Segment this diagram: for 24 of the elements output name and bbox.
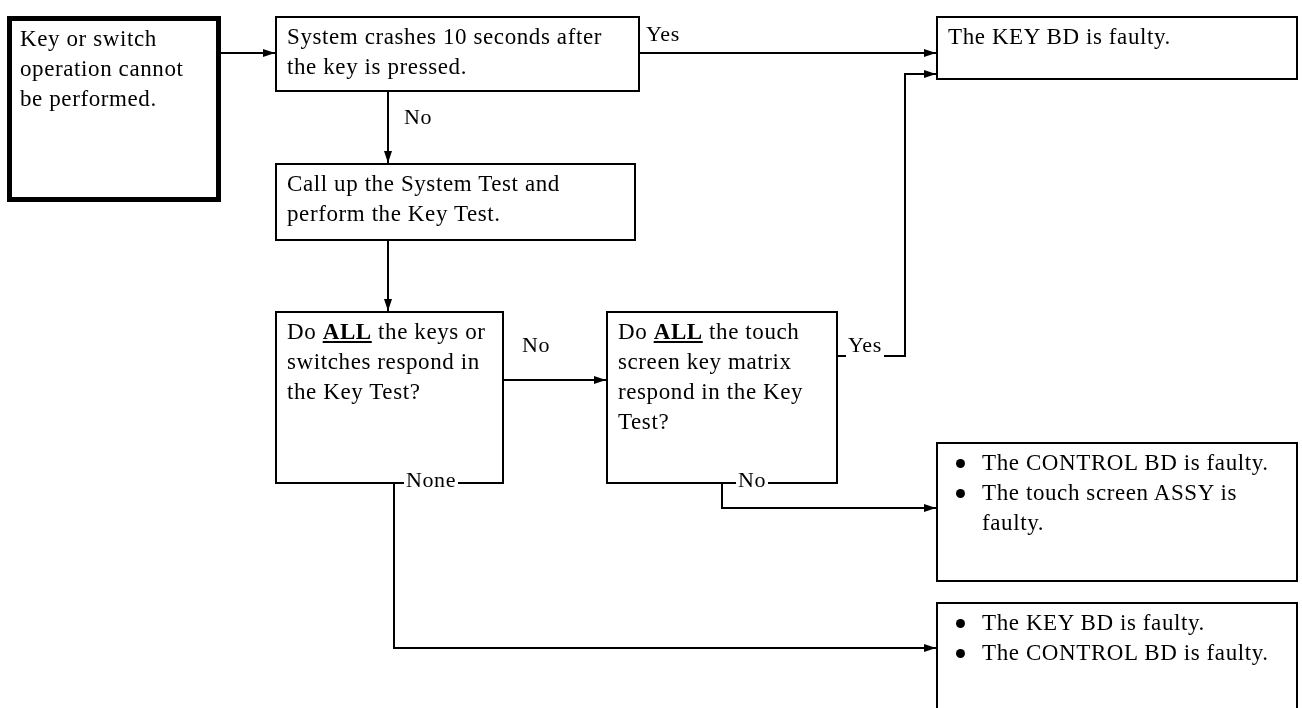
- arrow: [384, 91, 392, 164]
- arrow: [503, 376, 607, 384]
- arrow: [220, 49, 276, 57]
- process-box: [275, 163, 636, 241]
- node-text: Call up the System Test and perform the Key Test.: [287, 170, 561, 228]
- node-text: Do ALL the touch screen key matrix respond in the Key Test?: [618, 318, 805, 436]
- result-box: [936, 442, 1298, 582]
- bullet-text: The CONTROL BD is faulty.: [982, 640, 1269, 665]
- node-text: Key or switch operation cannot be performed.: [20, 25, 185, 113]
- bullet-text: The CONTROL BD is faulty.: [982, 450, 1269, 475]
- bullet-text: The touch screen ASSY is faulty.: [982, 480, 1237, 535]
- start-box: [7, 16, 221, 202]
- arrow: [837, 70, 937, 357]
- result-box: [936, 602, 1298, 708]
- node-text: Do ALL the keys or switches respond in the Key Test?: [287, 318, 487, 406]
- arrow: [384, 240, 392, 312]
- node-text: System crashes 10 seconds after the key is pressed.: [287, 23, 603, 81]
- process-box: [275, 16, 640, 92]
- arrow: [639, 49, 937, 57]
- arrow: [393, 483, 937, 652]
- bullet-text: The KEY BD is faulty.: [982, 610, 1205, 635]
- process-box: [936, 16, 1298, 80]
- arrow: [721, 483, 937, 512]
- node-text: The KEY BD is faulty.: [948, 23, 1172, 51]
